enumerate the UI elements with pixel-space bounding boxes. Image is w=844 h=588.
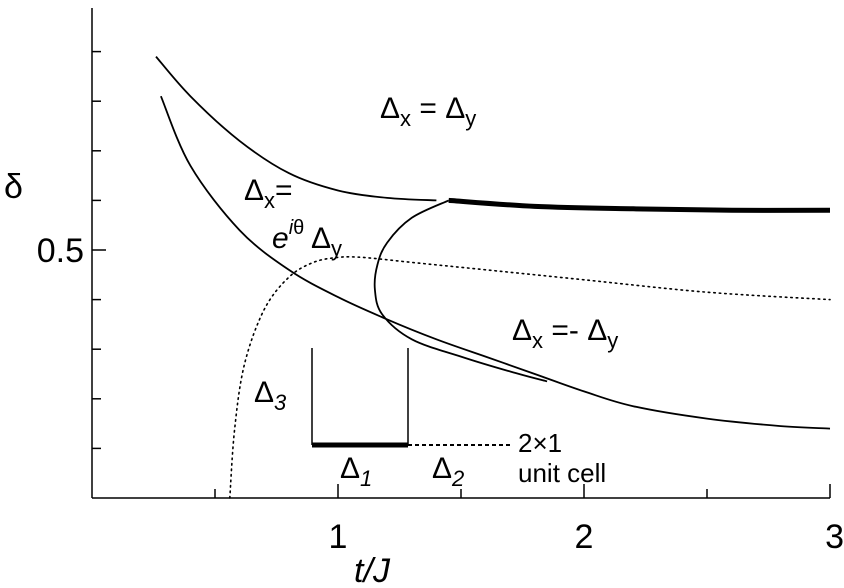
region-label-opposite: Δx =- Δy [512, 314, 618, 353]
x-tick-label: 3 [825, 518, 844, 556]
y-ticks: 0.5 [37, 50, 106, 450]
y-axis-label: δ [4, 168, 23, 206]
region-label-phase-top: Δx= [244, 174, 293, 213]
series-line-3 [160, 95, 831, 430]
series-line-4 [373, 199, 548, 383]
unit-cell-inset: Δ3 Δ1 Δ2 2×1 unit cell [254, 348, 606, 491]
x-tick-label: 1 [329, 518, 348, 556]
x-ticks: 1 2 3 [214, 484, 844, 556]
series-line-2 [448, 197, 831, 213]
inset-delta3-label: Δ3 [254, 376, 287, 415]
inset-delta1-label: Δ1 [340, 452, 372, 491]
series-layer [155, 56, 831, 499]
inset-cell-size-label: 2×1 [518, 428, 562, 458]
region-label-phase-bottom: eiθ Δy [272, 217, 342, 261]
inset-delta2-label: Δ2 [432, 452, 464, 491]
x-tick-label: 2 [575, 518, 594, 556]
series-line-5 [229, 256, 831, 499]
series-line-1 [155, 56, 437, 202]
x-axis-label: t/J [354, 552, 391, 588]
y-tick-label: 0.5 [37, 232, 84, 270]
inset-cell-caption: unit cell [518, 458, 606, 488]
region-label-equal: Δx = Δy [380, 92, 476, 131]
